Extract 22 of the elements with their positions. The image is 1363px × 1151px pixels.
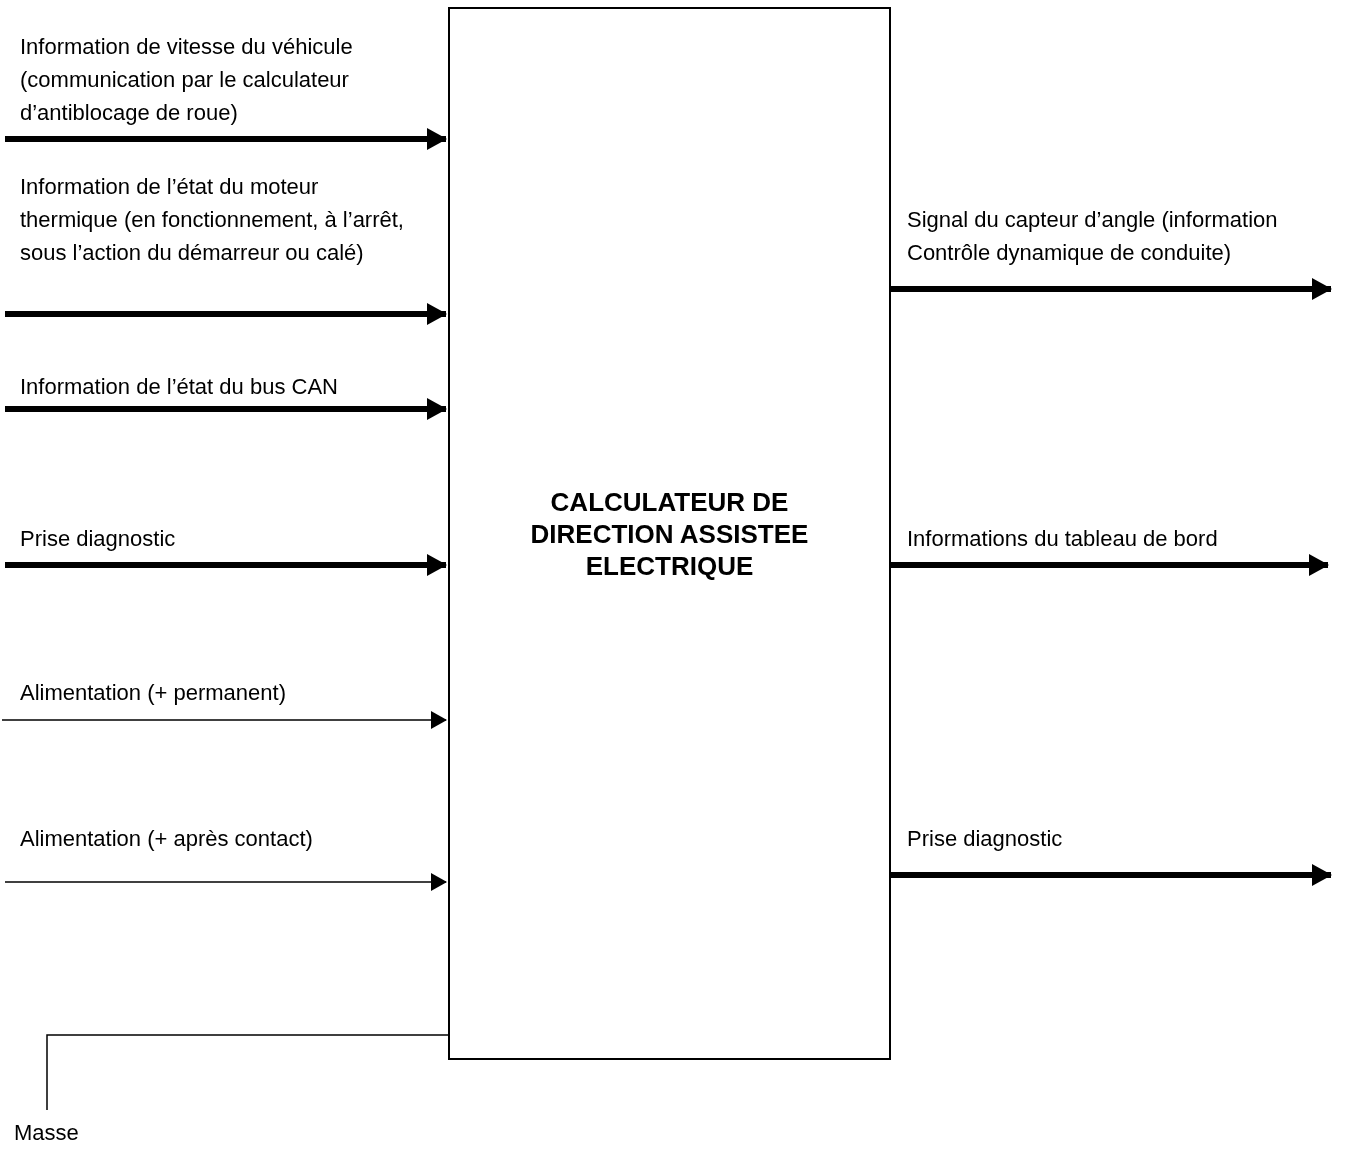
signal-label: Prise diagnostic: [907, 825, 1064, 853]
signal-label: Informations du tableau de bord: [907, 525, 1219, 553]
arrow: [891, 864, 1332, 886]
arrow: [5, 554, 447, 576]
signal-label: Alimentation (+ permanent): [20, 679, 287, 707]
signal-label: Information de l’état du bus CAN: [20, 373, 339, 401]
arrow: [891, 278, 1332, 300]
signal-label: Prise diagnostic: [20, 525, 177, 553]
arrow: [5, 128, 447, 150]
connector-line: [46, 1034, 449, 1111]
arrow: [891, 554, 1329, 576]
box-title: CALCULATEUR DE DIRECTION ASSISTEE ELECTRIQUE: [529, 485, 810, 582]
arrow: [5, 303, 447, 325]
terminal-label: Masse: [14, 1116, 104, 1150]
arrow: [5, 398, 447, 420]
signal-label: Information de l’état du moteur thermique (en fonctionnement, à l’arrêt, sous l’action du démarreur ou calé): [20, 173, 405, 267]
signal-label: Alimentation (+ après contact): [20, 825, 314, 853]
signal-label: Information de vitesse du véhicule (communication par le calculateur d’antiblocage de roue): [20, 33, 354, 127]
ecu-box: [448, 7, 891, 1060]
arrow: [1, 711, 447, 729]
arrow: [4, 873, 447, 891]
signal-label: Signal du capteur d’angle (information Contrôle dynamique de conduite): [907, 206, 1279, 267]
